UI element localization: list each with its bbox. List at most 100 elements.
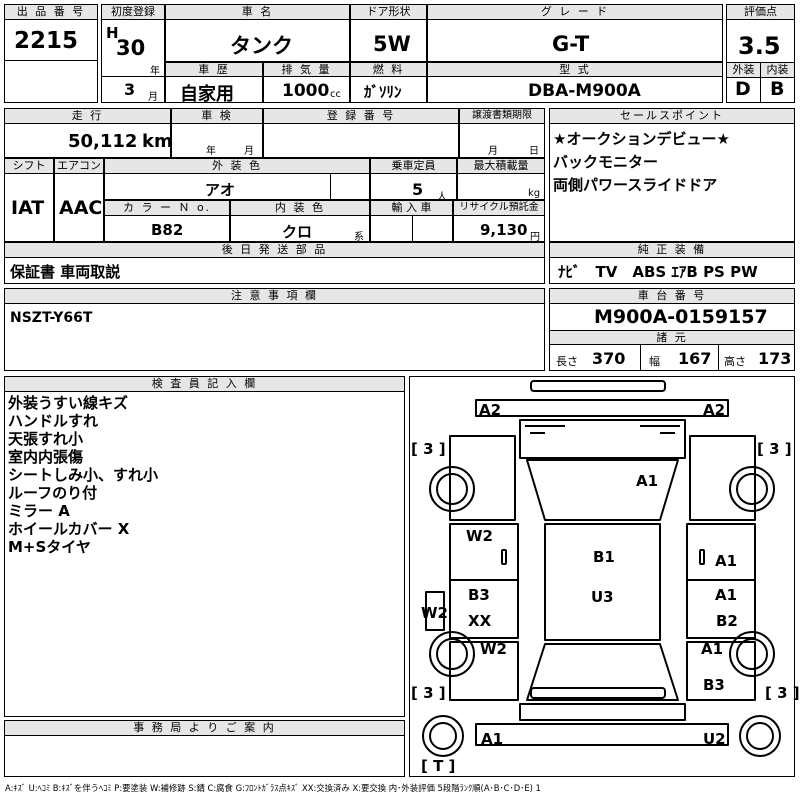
windshield-shape [526,459,679,521]
displacement-label: 排 気 量 [263,62,350,77]
first-reg-label: 初度登録 [101,4,165,20]
damage-u2-rear-right: U2 [703,730,726,748]
shift-label: シフト [4,158,54,174]
genuine-label: 純 正 装 備 [549,242,795,258]
roof-shape [544,523,661,641]
specs-label: 諸 元 [549,330,795,345]
first-reg-year-unit: 年 [150,66,160,77]
inspector-note-5: シートしみ小、すれ小 [8,466,159,484]
max-load-label: 最大積載量 [457,158,545,174]
tire-grade-front-left: [ 3 ] [411,440,446,458]
chassis-label: 車 台 番 号 [549,288,795,304]
inspector-box [4,376,405,717]
shift-value: IAT [11,197,45,219]
tire-grade-spare: [ T ] [421,757,455,775]
front-body-outline [475,399,729,417]
damage-b3-right-lower: B3 [703,676,725,694]
legend-text: A:ｷｽﾞ U:ﾍｺﾐ B:ｷｽﾞを伴うﾍｺﾐ P:要塗装 W:補修跡 S:錆 … [5,783,541,793]
first-reg-month: 3 [124,80,136,99]
displacement-value: 1000 [282,81,330,101]
grade-value: G-T [552,32,590,56]
inspector-note-7: ミラー A [8,502,70,520]
damage-w2-left-side: W2 [421,604,448,622]
tire-rear-right-icon [729,631,775,677]
tire-grade-rear-left: [ 3 ] [411,684,446,702]
import-label: 輸 入 車 [370,200,453,216]
genuine-value: ﾅﾋﾞ TV ABS ｴｱB PS PW [558,263,758,281]
car-name-value: タンク [230,34,293,58]
history-value: 自家用 [180,84,234,105]
spec-height-label: 高さ [724,355,746,368]
sales-points-box [549,108,795,242]
damage-w2-left-lower: W2 [480,640,507,658]
model-label: 型 式 [427,62,723,77]
front-bumper-shape [530,380,666,392]
tire-rear-left-icon [429,631,475,677]
recycle-unit: 円 [530,232,540,243]
exterior-grade-label: 外装 [726,62,761,78]
interior-color-value: クロ [282,223,313,241]
lot-number-box [4,4,98,103]
inspection-year-unit: 年 [206,146,216,157]
interior-color-unit: 系 [354,232,364,243]
car-name-label: 車 名 [165,4,350,20]
grade-label: グ レ ー ド [427,4,723,20]
damage-u3-roof: U3 [591,588,614,606]
transfer-day-unit: 日 [529,146,539,157]
first-reg-month-unit: 月 [148,92,158,103]
exterior-color-value: アオ [205,181,236,199]
color-no-label: カ ラ ー Ｎ o. [104,200,230,216]
tire-front-left-icon [429,466,475,512]
caution-value: NSZT-Y66T [10,310,93,326]
mileage-value: 50,112 [68,131,138,152]
transfer-month-unit: 月 [488,146,498,157]
sales-point-3: 両側パワースライドドア [553,176,718,194]
inspector-note-1: 外装うすい線キズ [8,394,129,412]
damage-xx-left: XX [468,612,492,630]
sales-points-label: セールスポイント [549,108,795,124]
tire-grade-rear-right: [ 3 ] [765,684,800,702]
inspector-note-3: 天張すれ小 [8,430,84,448]
spare-tire-icon [422,715,464,757]
damage-a1-right-upper: A1 [715,552,737,570]
spec-width-label: 幅 [649,355,660,368]
exterior-grade-value: D [735,78,751,100]
model-value: DBA-M900A [528,81,641,101]
inspector-note-6: ルーフのり付 [8,484,98,502]
damage-a1-right-mid: A1 [715,586,737,604]
damage-a1-right-lower: A1 [701,640,723,658]
caution-label: 注 意 事 項 欄 [4,288,545,304]
door-value: 5W [373,32,411,56]
score-value: 3.5 [738,32,781,60]
fuel-label: 燃 料 [350,62,427,77]
damage-a1-rear-left: A1 [481,730,503,748]
tire-front-right-icon [729,466,775,512]
damage-diagram: A2 A2 [ 3 ] [ 3 ] A1 W2 A1 B1 B3 XX U3 A… [409,376,800,777]
inspector-note-9: M+Sタイヤ [8,538,91,556]
first-reg-box [101,4,165,103]
office-label: 事 務 局 よ り ご 案 内 [4,720,405,736]
spec-length-label: 長さ [556,355,578,368]
history-label: 車 歴 [165,62,263,77]
fuel-value: ｶﾞｿﾘﾝ [364,83,402,101]
sales-point-1: ★オークションデビュー★ [553,130,730,148]
mileage-unit: km [142,131,173,152]
capacity-label: 乗車定員 [370,158,457,174]
damage-b2-right: B2 [716,612,738,630]
capacity-unit: 人 [437,192,447,203]
capacity-value: 5 [412,180,424,199]
inspector-note-2: ハンドルすれ [8,412,99,430]
max-load-unit: kg [528,188,541,199]
spec-length-value: 370 [592,349,626,368]
lot-number-value: 2215 [14,28,79,54]
damage-b3-left: B3 [468,586,490,604]
damage-a2-right: A2 [703,401,725,419]
first-reg-era: H [106,24,119,42]
inspection-month-unit: 月 [244,146,254,157]
recycle-value: 9,130 [480,221,528,239]
registration-label: 登 録 番 号 [263,108,459,124]
damage-a2-left: A2 [479,401,501,419]
later-parts-value: 保証書 車両取説 [10,263,121,281]
interior-color-label: 内 装 色 [230,200,370,216]
tire-grade-front-right: [ 3 ] [757,440,792,458]
